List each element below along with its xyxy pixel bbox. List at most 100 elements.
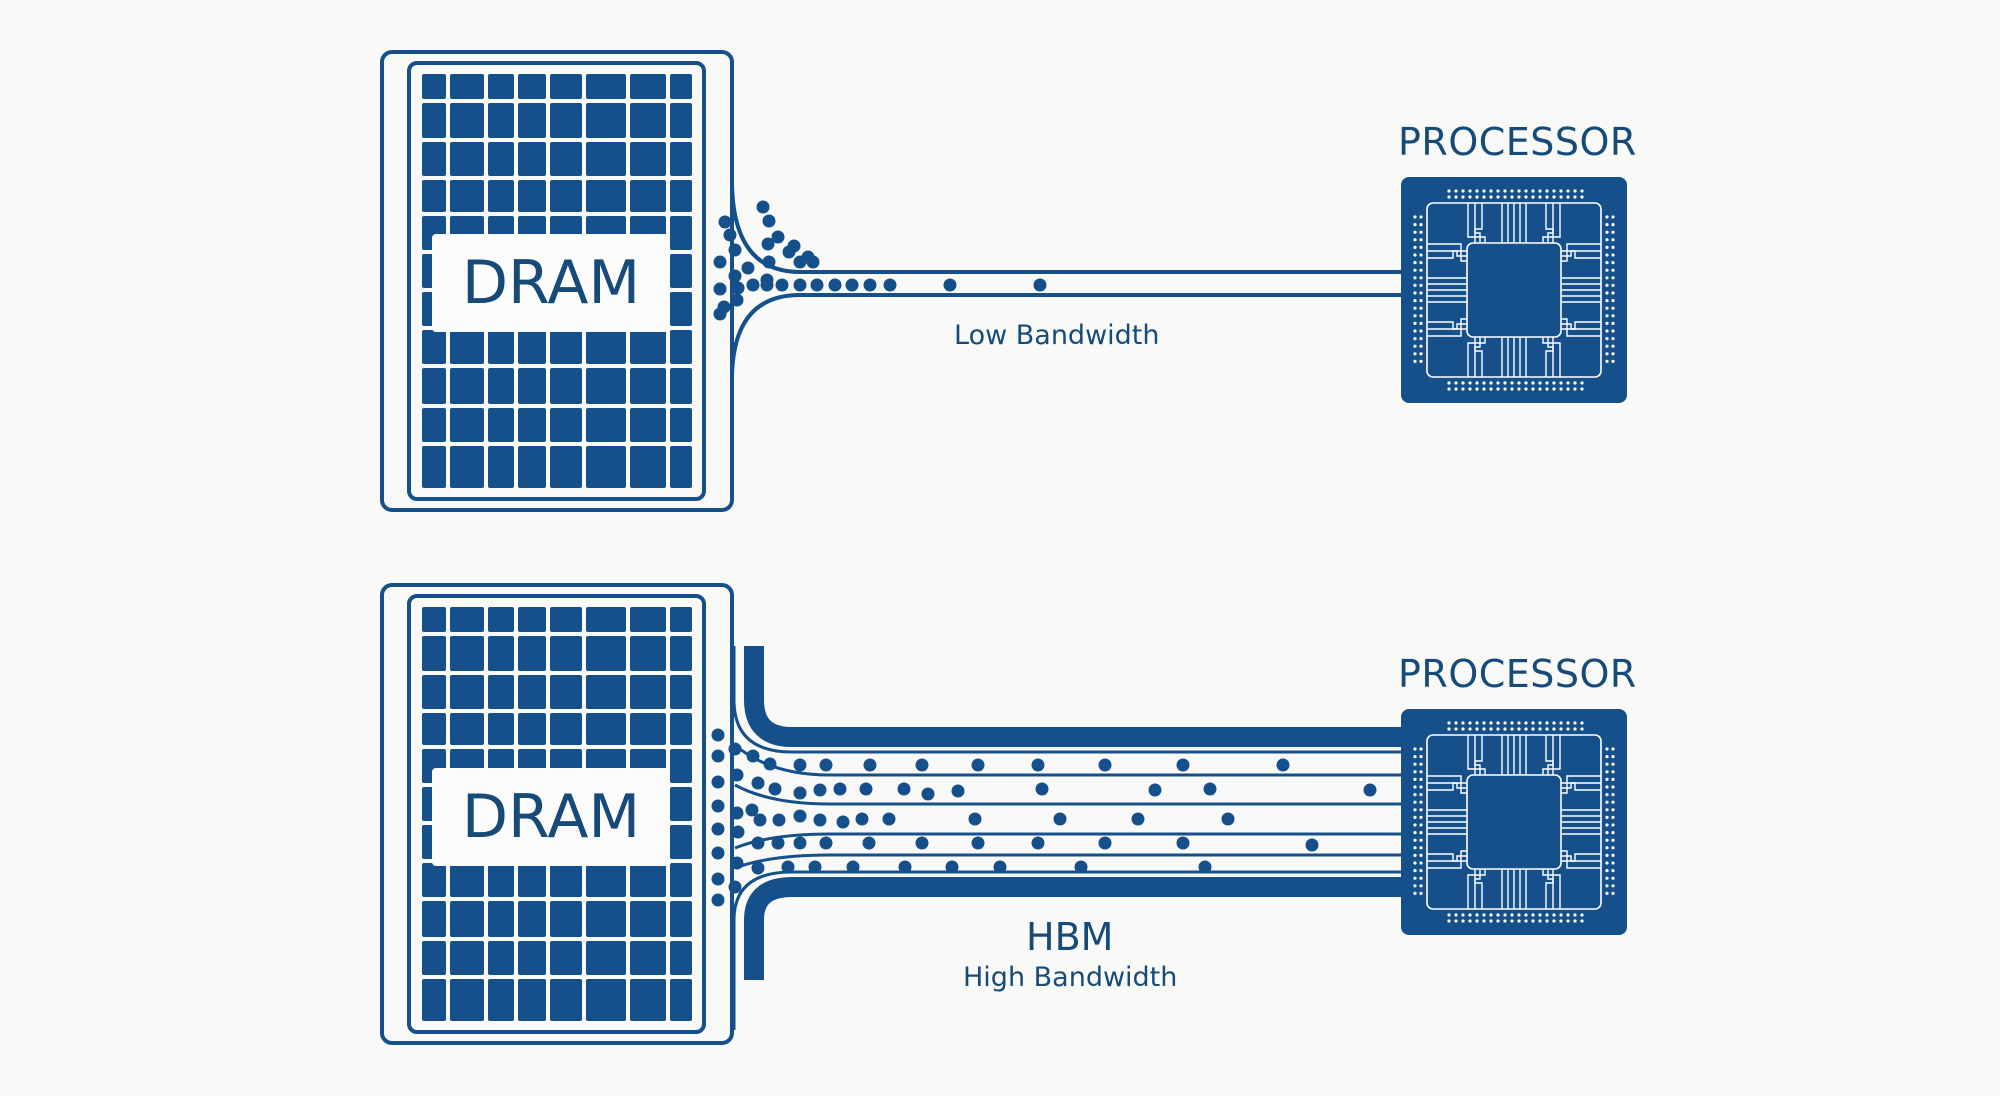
pin-dot	[1611, 755, 1615, 759]
memory-cell	[518, 636, 546, 671]
memory-cell	[422, 74, 446, 99]
pin-dot	[1413, 869, 1417, 873]
memory-cell	[488, 863, 514, 897]
pin-dot	[1447, 727, 1451, 731]
pin-dot	[1605, 261, 1609, 265]
pin-dot	[1468, 727, 1472, 731]
pin-dot	[1489, 189, 1493, 193]
pin-dot	[1482, 913, 1486, 917]
pin-dot	[1517, 381, 1521, 385]
pin-dot	[1524, 919, 1528, 923]
memory-cell	[422, 675, 446, 709]
circuit-trace	[1474, 735, 1483, 775]
memory-cell	[488, 180, 514, 212]
pin-dot	[1461, 387, 1465, 391]
pin-dot	[1413, 230, 1417, 234]
pin-dot	[1413, 762, 1417, 766]
memory-cell	[518, 368, 546, 404]
memory-cell	[422, 979, 446, 1021]
memory-cell	[670, 292, 692, 326]
data-packet	[1053, 812, 1067, 826]
pin-dot	[1531, 913, 1535, 917]
memory-cell	[586, 408, 626, 442]
data-packet	[813, 783, 827, 797]
pin-dot	[1545, 727, 1549, 731]
data-packet	[836, 815, 850, 829]
channel-upper-wall	[730, 179, 1402, 274]
pin-dot	[1475, 189, 1479, 193]
pin-dot	[1419, 276, 1423, 280]
pin-dot	[1538, 727, 1542, 731]
data-packet	[846, 860, 860, 874]
memory-cell	[488, 713, 514, 745]
pin-dot	[1605, 846, 1609, 850]
pin-dot	[1419, 306, 1423, 310]
data-packet	[761, 237, 775, 251]
pin-dot	[1611, 777, 1615, 782]
pin-dot	[1482, 381, 1486, 385]
memory-cell	[450, 368, 484, 404]
pin-dot	[1611, 314, 1615, 318]
data-packet	[921, 787, 935, 801]
pin-dot	[1611, 762, 1615, 766]
pin-dot	[1552, 189, 1556, 193]
pin-dot	[1611, 337, 1615, 341]
memory-cell	[550, 103, 582, 138]
pin-dot	[1419, 344, 1423, 348]
data-packet	[775, 278, 789, 292]
pin-dot	[1510, 387, 1514, 391]
hbm-lower-wall	[744, 877, 1402, 980]
memory-cell	[488, 979, 514, 1021]
memory-cell	[422, 368, 446, 404]
data-packet	[1198, 860, 1212, 874]
circuit-trace	[1561, 775, 1601, 794]
circuit-trace	[1474, 735, 1481, 775]
pin-dot	[1489, 381, 1493, 385]
data-packet	[793, 255, 807, 269]
data-packet	[745, 803, 759, 817]
channel-lower-wall	[730, 293, 1402, 381]
memory-cell	[450, 941, 484, 975]
memory-cell	[450, 607, 484, 632]
memory-cell	[630, 607, 666, 632]
data-packet	[723, 228, 737, 242]
pin-dot	[1447, 387, 1451, 391]
pin-dot	[1468, 381, 1472, 385]
pin-dot	[1454, 913, 1458, 917]
memory-cell	[670, 901, 692, 937]
pin-dot	[1475, 721, 1479, 725]
pin-dot	[1419, 770, 1423, 774]
pin-dot	[1413, 337, 1417, 341]
pin-dot	[1580, 195, 1584, 199]
pin-dot	[1413, 268, 1417, 272]
data-packet	[1221, 812, 1235, 826]
memory-cell	[422, 713, 446, 745]
memory-cell	[670, 941, 692, 975]
memory-cell	[550, 408, 582, 442]
memory-cell	[670, 254, 692, 288]
data-packet	[730, 806, 744, 820]
pin-dot	[1419, 329, 1423, 333]
data-packet	[1176, 836, 1190, 850]
pin-dot	[1611, 808, 1615, 812]
pin-dot	[1531, 195, 1535, 199]
data-packet	[882, 812, 896, 826]
memory-cell	[630, 636, 666, 671]
pin-dot	[1510, 189, 1514, 193]
pin-dot	[1605, 755, 1609, 759]
pin-dot	[1475, 387, 1479, 391]
data-packet	[898, 860, 912, 874]
memory-cell	[586, 180, 626, 212]
pin-dot	[1413, 352, 1417, 356]
pin-dot	[1545, 189, 1549, 193]
pin-dot	[1475, 381, 1479, 385]
pin-dot	[1605, 245, 1609, 249]
pin-dot	[1447, 195, 1451, 199]
pin-dot	[1496, 387, 1500, 391]
pin-dot	[1489, 919, 1493, 923]
circuit-trace	[1561, 243, 1601, 262]
memory-cell	[488, 446, 514, 488]
data-packet	[915, 758, 929, 772]
pin-dot	[1605, 299, 1609, 303]
data-packet	[728, 269, 742, 283]
